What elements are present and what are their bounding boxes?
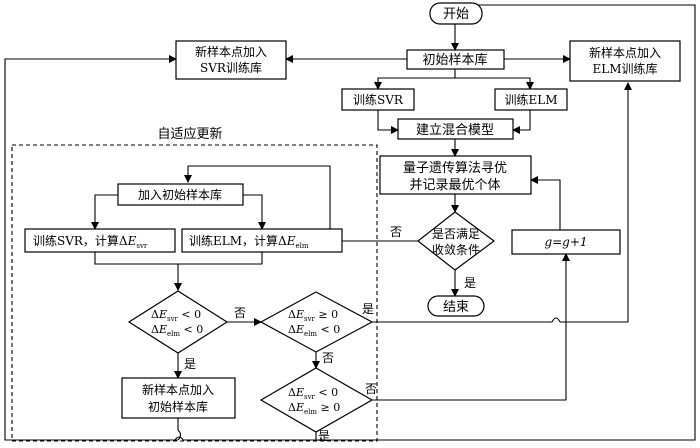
adaptive-update-region <box>11 144 378 442</box>
d2-elm-E: E <box>295 323 304 336</box>
connectors <box>4 4 696 441</box>
converge-diamond: 是否满足 收敛条件 <box>417 211 496 271</box>
calc-svr-E: E <box>127 234 137 248</box>
d1-svr-op: < 0 <box>178 308 201 321</box>
d3-elm-E: E <box>295 401 304 414</box>
d1-yes-label: 是 <box>184 357 196 371</box>
d3-elm-op: ≥ 0 <box>317 401 340 414</box>
d3-svr-op: < 0 <box>315 386 338 399</box>
d2-elm-sub: elm <box>304 330 317 338</box>
calc-elm-prefix: 训练ELM，计算Δ <box>189 233 287 248</box>
train-elm-box: 训练ELM <box>494 88 568 111</box>
train-svr-label: 训练SVR <box>353 92 404 107</box>
d1-no-label: 否 <box>234 306 246 320</box>
calc-svr-text: 训练SVR，计算ΔEsvr <box>33 233 148 250</box>
d2-no-label: 否 <box>322 351 334 365</box>
svr-add-line1: 新样本点加入 <box>195 44 267 59</box>
d3-svr-delta: Δ <box>288 386 296 399</box>
qga-line2: 并记录最优个体 <box>409 178 500 193</box>
converge-line1: 是否满足 <box>432 227 480 241</box>
d2-yes-label: 是 <box>362 302 374 316</box>
calc-svr-box: 训练SVR，计算ΔEsvr <box>24 228 176 253</box>
d1-elm-sub: elm <box>167 330 180 338</box>
d1-svr-delta: Δ <box>151 308 159 321</box>
qga-line1: 量子遗传算法寻优 <box>403 161 507 176</box>
calc-svr-prefix: 训练SVR，计算Δ <box>33 233 128 248</box>
build-model-label: 建立混合模型 <box>416 123 494 138</box>
d1-svr-sub: svr <box>167 315 179 323</box>
calc-elm-sub: elm <box>295 242 308 250</box>
g-update-box: g=g+1 <box>511 229 621 255</box>
d1-elm-op: < 0 <box>180 323 203 336</box>
d1-elm-E: E <box>158 323 167 336</box>
elm-add-box: 新样本点加入 ELM训练库 <box>569 40 681 82</box>
decision-2-diamond: ΔEsvr ≥ 0 ΔEelm < 0 <box>259 291 374 353</box>
d2-svr-E: E <box>295 308 304 321</box>
svr-add-box: 新样本点加入 SVR训练库 <box>175 40 287 80</box>
d2-elm-delta: Δ <box>288 323 296 336</box>
d2-svr-sub: svr <box>304 315 316 323</box>
calc-svr-sub: svr <box>136 242 148 250</box>
d2-elm-text: ΔEelm < 0 <box>288 323 340 338</box>
d2-elm-op: < 0 <box>317 323 340 336</box>
converge-line2: 收敛条件 <box>432 242 480 257</box>
init-lib-box: 初始样本库 <box>406 49 505 70</box>
converge-yes-label: 是 <box>464 276 476 290</box>
calc-elm-box: 训练ELM，计算ΔEelm <box>181 228 343 253</box>
build-model-box: 建立混合模型 <box>397 118 514 140</box>
converge-no-label: 否 <box>390 225 402 239</box>
init-lib-label: 初始样本库 <box>422 52 487 68</box>
adaptive-update-title: 自适应更新 <box>157 126 222 142</box>
d3-no-label: 否 <box>365 382 377 396</box>
d2-svr-text: ΔEsvr ≥ 0 <box>288 308 338 323</box>
train-svr-box: 训练SVR <box>341 88 415 111</box>
decision-3-diamond: ΔEsvr < 0 ΔEelm ≥ 0 <box>259 367 374 433</box>
d3-yes-label: 是 <box>318 429 330 443</box>
elm-add-line1: 新样本点加入 <box>589 45 661 60</box>
train-elm-label: 训练ELM <box>504 92 557 107</box>
d3-elm-sub: elm <box>304 408 317 416</box>
end-label: 结束 <box>443 300 469 315</box>
d3-elm-delta: Δ <box>288 401 296 414</box>
d3-svr-sub: svr <box>304 393 316 401</box>
g-update-label: g=g+1 <box>544 235 587 249</box>
new-init-line1: 新样本点加入 <box>142 382 214 397</box>
calc-elm-text: 训练ELM，计算ΔEelm <box>189 233 309 250</box>
d2-svr-delta: Δ <box>288 308 296 321</box>
d3-elm-text: ΔEelm ≥ 0 <box>288 401 340 416</box>
calc-elm-E: E <box>286 234 296 248</box>
elm-add-line2: ELM训练库 <box>592 61 657 76</box>
d3-svr-text: ΔEsvr < 0 <box>288 386 338 401</box>
d1-elm-delta: Δ <box>151 323 159 336</box>
d1-elm-text: ΔEelm < 0 <box>151 323 203 338</box>
d3-svr-E: E <box>295 386 304 399</box>
svr-add-line2: SVR训练库 <box>200 60 262 75</box>
add-init-lib-label: 加入初始样本库 <box>138 187 222 202</box>
d1-svr-text: ΔEsvr < 0 <box>151 308 201 323</box>
new-init-box: 新样本点加入 初始样本库 <box>121 377 236 419</box>
add-init-lib-box: 加入初始样本库 <box>117 183 244 206</box>
end-node: 结束 <box>427 295 485 317</box>
d2-svr-op: ≥ 0 <box>315 308 338 321</box>
qga-box: 量子遗传算法寻优 并记录最优个体 <box>379 155 532 195</box>
decision-1-diamond: ΔEsvr < 0 ΔEelm < 0 <box>127 290 229 354</box>
d1-svr-E: E <box>158 308 167 321</box>
start-label: 开始 <box>443 7 469 22</box>
new-init-line2: 初始样本库 <box>148 399 208 414</box>
start-node: 开始 <box>429 2 483 25</box>
